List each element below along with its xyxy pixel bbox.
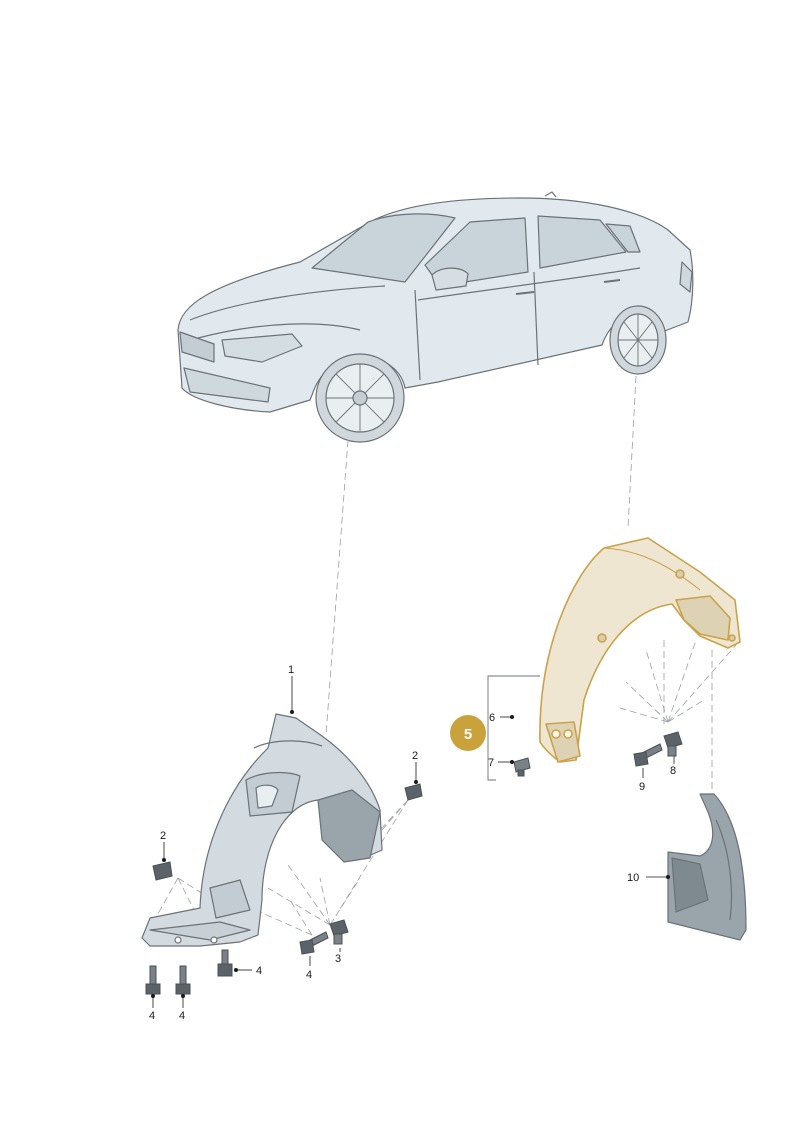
callout-6: 6 xyxy=(489,712,495,724)
callout-4-right: 4 xyxy=(256,965,262,977)
callout-2-upper: 2 xyxy=(412,750,418,762)
callout-5: 5 xyxy=(464,726,472,743)
callout-2-lower: 2 xyxy=(160,830,166,842)
callout-9: 9 xyxy=(639,781,645,793)
bolt-part-9 xyxy=(633,743,663,767)
callout-7: 7 xyxy=(488,757,494,769)
mud-flap-part-10 xyxy=(667,793,747,941)
callout-8: 8 xyxy=(670,765,676,777)
screw-part-4-c xyxy=(217,949,233,977)
clip-part-2-upper xyxy=(404,783,423,801)
front-wheel-housing-liner xyxy=(141,713,383,947)
callout-4-center: 4 xyxy=(306,969,312,981)
screw-part-4-b xyxy=(175,965,191,995)
screw-part-4-a xyxy=(145,965,161,995)
callout-3: 3 xyxy=(335,953,341,965)
callout-leaders xyxy=(150,676,675,1008)
nut-part-3 xyxy=(329,919,349,945)
callout-5-badge: 5 xyxy=(450,715,486,751)
callout-4-left-a: 4 xyxy=(149,1010,155,1022)
callout-4-left-b: 4 xyxy=(179,1010,185,1022)
group-bracket xyxy=(487,675,540,781)
rear-wheel-housing-liner-highlighted xyxy=(539,537,741,763)
clip-part-2-lower xyxy=(152,861,173,881)
callout-10: 10 xyxy=(627,872,639,884)
rivet-part-7 xyxy=(513,757,531,777)
callout-1: 1 xyxy=(288,664,294,676)
car-illustration xyxy=(177,191,694,443)
screw-part-4-d xyxy=(299,931,329,955)
clip-part-8 xyxy=(663,731,683,757)
